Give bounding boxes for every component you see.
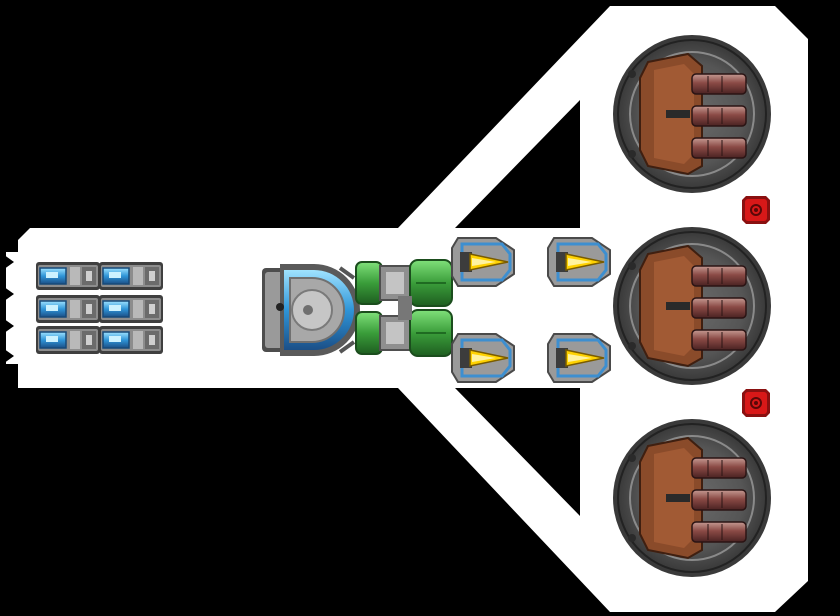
battery-cell[interactable] <box>36 262 100 290</box>
hull-cutouts <box>0 100 580 516</box>
armor-block[interactable] <box>742 196 770 224</box>
thruster-group <box>451 237 611 383</box>
thruster[interactable] <box>451 333 515 383</box>
triple-cannon-turret[interactable] <box>613 35 771 193</box>
battery-cell[interactable] <box>36 326 100 354</box>
battery-cell-group <box>36 262 163 354</box>
turret-group <box>613 35 771 577</box>
thruster[interactable] <box>547 333 611 383</box>
reactor[interactable] <box>355 259 453 307</box>
battery-cell[interactable] <box>36 295 100 323</box>
thruster[interactable] <box>547 237 611 287</box>
shield-generator[interactable] <box>262 264 360 356</box>
reactor[interactable] <box>355 309 453 357</box>
armor-block-group <box>742 196 770 417</box>
battery-cell[interactable] <box>99 262 163 290</box>
thruster[interactable] <box>451 237 515 287</box>
reactor-group <box>355 259 453 357</box>
battery-cell[interactable] <box>99 295 163 323</box>
triple-cannon-turret[interactable] <box>613 419 771 577</box>
reactor-link <box>398 296 412 320</box>
armor-block[interactable] <box>742 389 770 417</box>
triple-cannon-turret[interactable] <box>613 227 771 385</box>
ship-hull <box>6 6 808 612</box>
battery-cell[interactable] <box>99 326 163 354</box>
